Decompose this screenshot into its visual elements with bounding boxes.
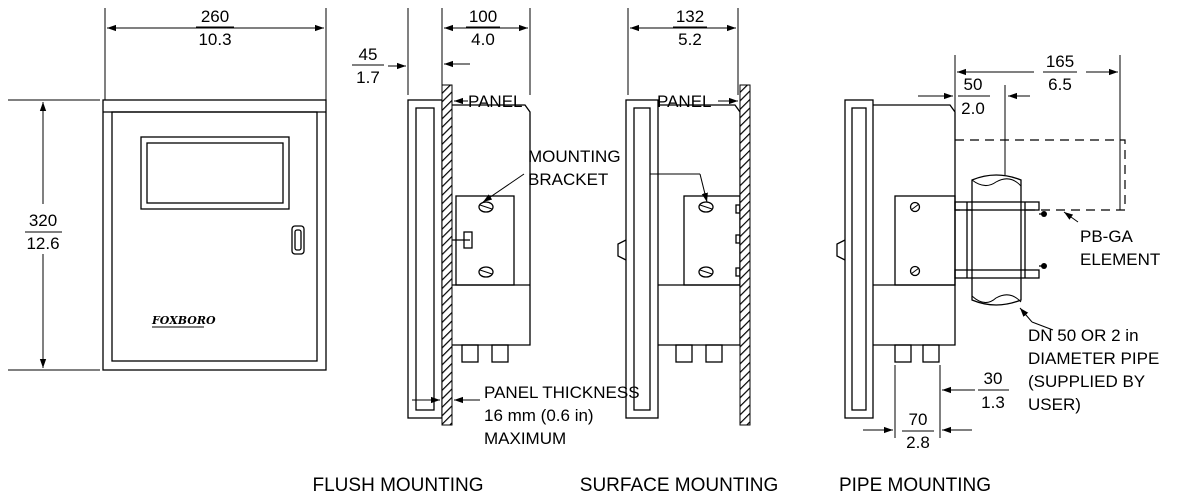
surface-depth-mm: 132 (676, 7, 704, 26)
screw-slot (910, 203, 920, 211)
screw-icon (909, 265, 921, 277)
pipe-label-line2: DIAMETER PIPE (1028, 349, 1159, 368)
thickness-line1: PANEL THICKNESS (484, 383, 640, 402)
door-latch (291, 225, 305, 255)
screw-slot (479, 269, 493, 275)
conduit-fitting (705, 344, 723, 363)
pipe-base-in: 2.8 (906, 433, 930, 452)
u-bolt-top-bar (954, 201, 1040, 211)
pipe-small-mm: 30 (984, 369, 1003, 388)
pipe-bezel-inner (851, 107, 867, 411)
surface-depth-in: 5.2 (678, 30, 702, 49)
pipe-bracket-plate (894, 195, 956, 286)
width-in-label: 10.3 (198, 30, 231, 49)
screw-icon (909, 201, 921, 213)
screw-icon (478, 266, 494, 278)
screw-icon (698, 266, 714, 278)
bracket-label-line2: BRACKET (528, 170, 608, 189)
pipe-bracket-in: 2.0 (961, 99, 985, 118)
screw-slot (479, 204, 493, 210)
nut-icon (1041, 263, 1047, 269)
surface-bezel-inner (633, 107, 651, 411)
screw-slot (699, 269, 713, 275)
thickness-line3: MAXIMUM (484, 429, 566, 448)
nut-icon (1041, 211, 1047, 217)
surface-panel (739, 84, 751, 426)
surface-panel-label: PANEL (657, 92, 712, 111)
flush-caption: FLUSH MOUNTING (313, 475, 484, 496)
flush-mounting-view: 100 4.0 45 1.7 PANEL MOUNTING BRACKET PA… (313, 7, 708, 496)
bracket-label-line1: MOUNTING (528, 147, 621, 166)
flush-bezel-inner (415, 107, 435, 411)
clamp-nut-icon (463, 231, 473, 249)
pipe-small-in: 1.3 (981, 393, 1005, 412)
pipe-section (971, 174, 1022, 306)
screw-slot (699, 204, 713, 210)
pipe-overall-in: 6.5 (1048, 75, 1072, 94)
surface-housing (658, 104, 741, 346)
flush-depth-in: 4.0 (471, 30, 495, 49)
height-mm-label: 320 (29, 211, 57, 230)
display-window-inner (146, 142, 284, 204)
pipe-caption: PIPE MOUNTING (839, 475, 991, 496)
pipe-housing (873, 104, 956, 346)
mount-stud (735, 267, 741, 277)
pipe-side-tab (836, 239, 846, 261)
element-label-line1: PB-GA (1080, 227, 1134, 246)
flush-offset-mm: 45 (359, 45, 378, 64)
conduit-fitting (922, 344, 940, 363)
screw-icon (698, 201, 714, 213)
conduit-fitting (675, 344, 693, 363)
pipe-base-mm: 70 (909, 410, 928, 429)
pipe-leader (1031, 321, 1054, 331)
bracket-leader-flush (482, 173, 525, 203)
thickness-line2: 16 mm (0.6 in) (484, 406, 594, 425)
flush-panel (441, 84, 453, 426)
surface-bezel (625, 99, 659, 419)
mount-stud (735, 234, 741, 244)
bracket-leader-surface-end (699, 173, 708, 203)
element-label-line2: ELEMENT (1080, 250, 1160, 269)
pipe-break-bottom (971, 294, 1022, 303)
label-gap (22, 204, 64, 254)
flush-depth-mm: 100 (469, 7, 497, 26)
screw-slot (910, 267, 920, 275)
height-in-label: 12.6 (26, 234, 59, 253)
display-window (140, 136, 290, 210)
surface-caption: SURFACE MOUNTING (580, 475, 778, 496)
screw-icon (478, 201, 494, 213)
pipe-leader-end (1019, 307, 1033, 323)
flush-bezel (407, 99, 443, 419)
mount-stud (735, 204, 741, 214)
flush-panel-label: PANEL (468, 92, 523, 111)
label-gap (1034, 55, 1086, 93)
conduit-fitting (461, 344, 479, 363)
brand-logo: FOXBORO (151, 314, 216, 327)
pipe-label-line4: USER) (1028, 395, 1081, 414)
u-bolt-bottom-bar (954, 269, 1040, 279)
enclosure-door (111, 111, 318, 362)
surface-side-tab (617, 239, 627, 261)
pipe-mounting-view: 165 6.5 50 2.0 PB-GA ELEM (836, 52, 1160, 496)
surface-mounting-view: 132 5.2 PANEL SURFACE MOUNTING (580, 7, 778, 496)
pipe-bracket-mm: 50 (964, 75, 983, 94)
pipe-overall-mm: 165 (1046, 52, 1074, 71)
door-latch-inner (294, 229, 302, 251)
conduit-fitting (491, 344, 509, 363)
flush-offset-in: 1.7 (356, 68, 380, 87)
flush-housing (452, 104, 531, 346)
enclosure-outline (102, 99, 327, 371)
pipe-label-line1: DN 50 OR 2 in (1028, 326, 1139, 345)
width-mm-label: 260 (201, 7, 229, 26)
pipe-bezel (844, 99, 874, 419)
conduit-fitting (894, 344, 912, 363)
front-view: 260 10.3 320 12.6 FOXBORO (8, 7, 327, 371)
element-leader (1063, 211, 1079, 223)
pipe-break-top (971, 178, 1022, 187)
pipe-label-line3: (SUPPLIED BY (1028, 372, 1145, 391)
